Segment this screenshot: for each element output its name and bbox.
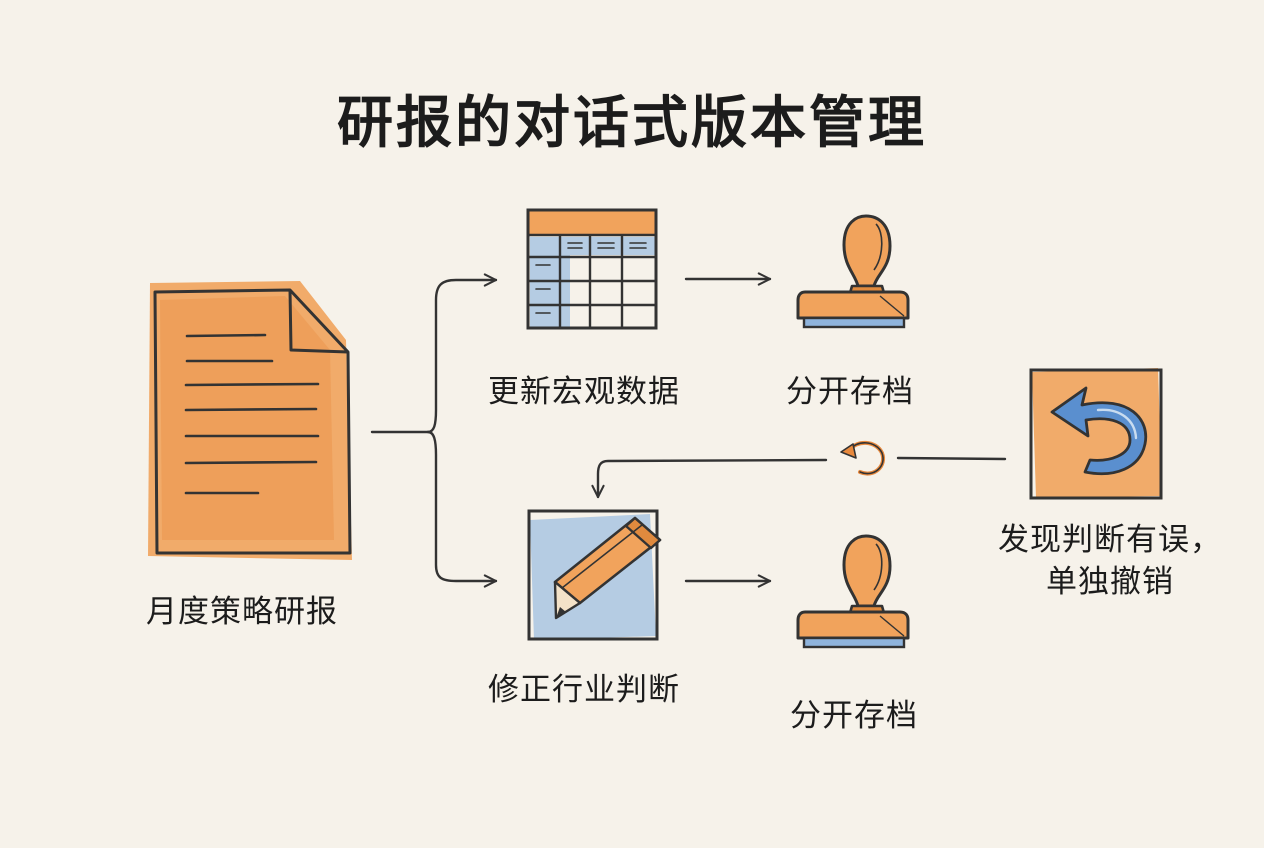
undo-label-line1: 发现判断有误， <box>998 522 1222 558</box>
stamp-icon-top <box>796 214 910 329</box>
undo-label-line2: 单独撤销 <box>1046 564 1174 600</box>
undo-swirl-icon <box>840 440 886 476</box>
archive-label-bottom: 分开存档 <box>790 698 918 734</box>
pencil-icon <box>527 509 662 641</box>
industry-judgment-label: 修正行业判断 <box>488 672 680 708</box>
spreadsheet-icon <box>526 208 658 330</box>
macro-data-label: 更新宏观数据 <box>488 374 680 410</box>
undo-arrow-icon <box>1029 368 1163 500</box>
stamp-icon-bottom <box>796 534 910 649</box>
report-label: 月度策略研报 <box>146 594 338 630</box>
page-title: 研报的对话式版本管理 <box>337 91 927 156</box>
document-icon <box>148 281 352 560</box>
connector-lines <box>370 272 1007 588</box>
undo-label: 发现判断有误， 单独撤销 <box>990 519 1230 603</box>
archive-label-top: 分开存档 <box>786 374 914 410</box>
